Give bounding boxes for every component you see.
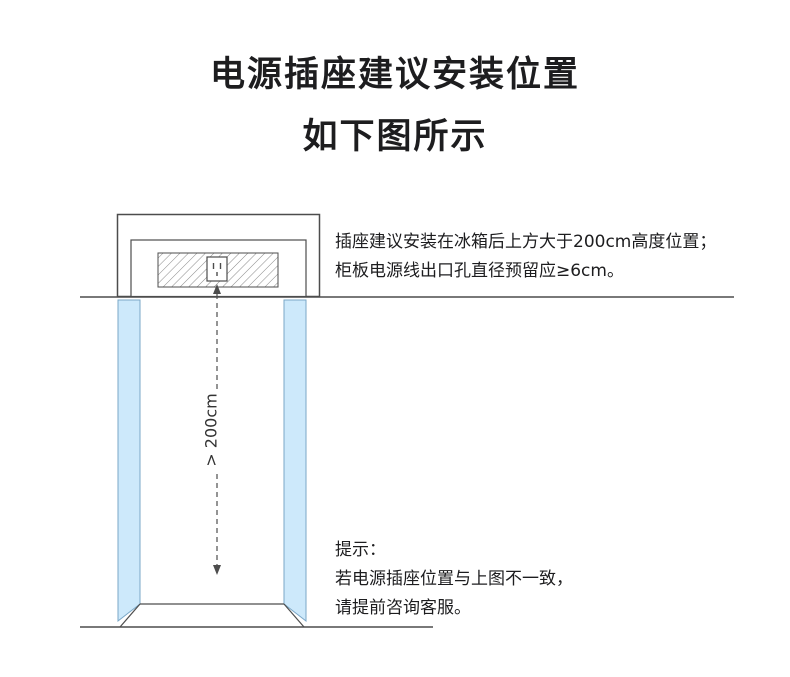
side-panel-left [117,299,141,623]
floor-lines [80,603,433,628]
install-note-line-2: 柜板电源线出口孔直径预留应≥6cm。 [335,261,624,281]
tip-note-line-2: 请提前咨询客服。 [335,598,471,618]
tip-note-title: 提示： [335,540,386,560]
cabinet-top-frame [116,213,321,298]
page-title: 电源插座建议安装位置 如下图所示 [0,44,790,168]
title-line-2: 如下图所示 [302,117,488,157]
tip-note-line-1: 若电源插座位置与上图不一致， [335,569,573,589]
tip-note: 提示： 若电源插座位置与上图不一致， 请提前咨询客服。 [335,536,755,623]
install-note: 插座建议安装在冰箱后上方大于200cm高度位置； 柜板电源线出口孔直径预留应≥6… [335,228,775,286]
measure-arrow-up-icon [213,284,221,294]
install-note-line-1: 插座建议安装在冰箱后上方大于200cm高度位置； [335,232,717,252]
floor-slant-right [283,603,305,628]
socket-icon [206,256,228,282]
measure-arrow-down-icon [213,565,221,575]
side-panel-right [283,299,307,623]
title-line-1: 电源插座建议安装位置 [209,55,580,95]
measure-label: > 200cm [195,389,227,471]
floor-slant-left [119,603,141,628]
